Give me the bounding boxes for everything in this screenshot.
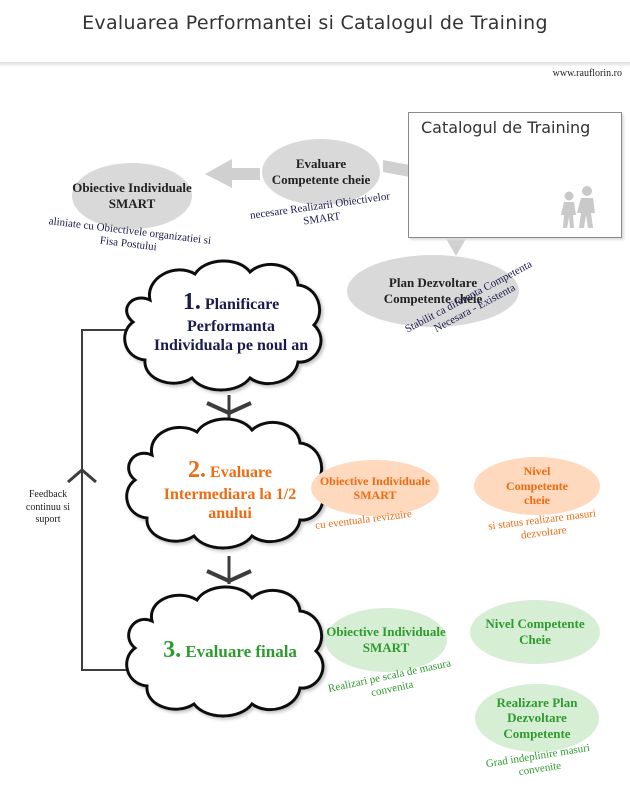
feedback-up-arrowhead bbox=[67, 468, 97, 484]
competences-eval-bubble: Evaluare Competente cheie bbox=[262, 139, 380, 205]
cloud-step-2 bbox=[125, 417, 325, 550]
step-2-text: 2. Evaluare Intermediara la 1/2 anului bbox=[152, 456, 308, 523]
step-3-plan-label: Realizare Plan Dezvoltare Competente bbox=[496, 694, 578, 741]
step-2-number: 2. bbox=[188, 457, 207, 483]
step-2-competences-bubble: Nivel Competente cheie bbox=[474, 457, 600, 515]
objectives-smart-label: Obiective Individuale SMART bbox=[72, 180, 192, 211]
step-2-objectives-label: Obiective Individuale SMART bbox=[319, 473, 431, 502]
competences-eval-label: Evaluare Competente cheie bbox=[271, 156, 371, 187]
step-3-competences-label: Nivel Competente Cheie bbox=[485, 616, 585, 647]
header-divider bbox=[0, 62, 630, 66]
cloud-step-3 bbox=[125, 585, 325, 718]
step-3-label: Evaluare finala bbox=[185, 642, 297, 661]
step-3-objectives-label: Obiective Individuale SMART bbox=[326, 624, 446, 655]
connector-1-2-arrowhead bbox=[206, 401, 252, 416]
people-walking-icon bbox=[561, 186, 595, 228]
step-3-objectives-bubble: Obiective Individuale SMART bbox=[325, 608, 447, 672]
step-2-label: Evaluare Intermediara la 1/2 anului bbox=[163, 464, 297, 522]
step-3-text: 3. Evaluare finala bbox=[160, 636, 300, 665]
step-3-number: 3. bbox=[163, 637, 182, 663]
connector-2-3-arrowhead bbox=[206, 569, 252, 584]
step-1-number: 1. bbox=[182, 289, 201, 315]
step-2-objectives-bubble: Obiective Individuale SMART bbox=[311, 460, 439, 516]
development-plan-bubble: Plan Dezvoltare Competente cheie bbox=[347, 255, 519, 327]
step-2-competences-label: Nivel Competente cheie bbox=[506, 464, 568, 508]
feedback-loop-line bbox=[81, 329, 133, 671]
arrow-competences-to-objectives bbox=[205, 159, 260, 188]
step-1-label: Planificare Performanta Individuala pe n… bbox=[153, 296, 309, 354]
catalog-title: Catalogul de Training bbox=[421, 118, 591, 137]
training-catalog-box: Catalogul de Training bbox=[408, 112, 622, 238]
step-3-plan-bubble: Realizare Plan Dezvoltare Competente bbox=[475, 684, 599, 752]
page-title: Evaluarea Performantei si Catalogul de T… bbox=[82, 12, 548, 34]
step-3-competences-bubble: Nivel Competente Cheie bbox=[470, 600, 600, 664]
development-plan-label: Plan Dezvoltare Competente cheie bbox=[383, 275, 483, 306]
cloud-step-1 bbox=[123, 259, 323, 392]
objectives-smart-bubble: Obiective Individuale SMART bbox=[72, 163, 192, 229]
website-label: www.rauflorin.ro bbox=[552, 68, 622, 79]
step-1-text: 1. Planificare Performanta Individuala p… bbox=[150, 288, 312, 355]
feedback-label: Feedback continuu si suport bbox=[20, 489, 76, 527]
